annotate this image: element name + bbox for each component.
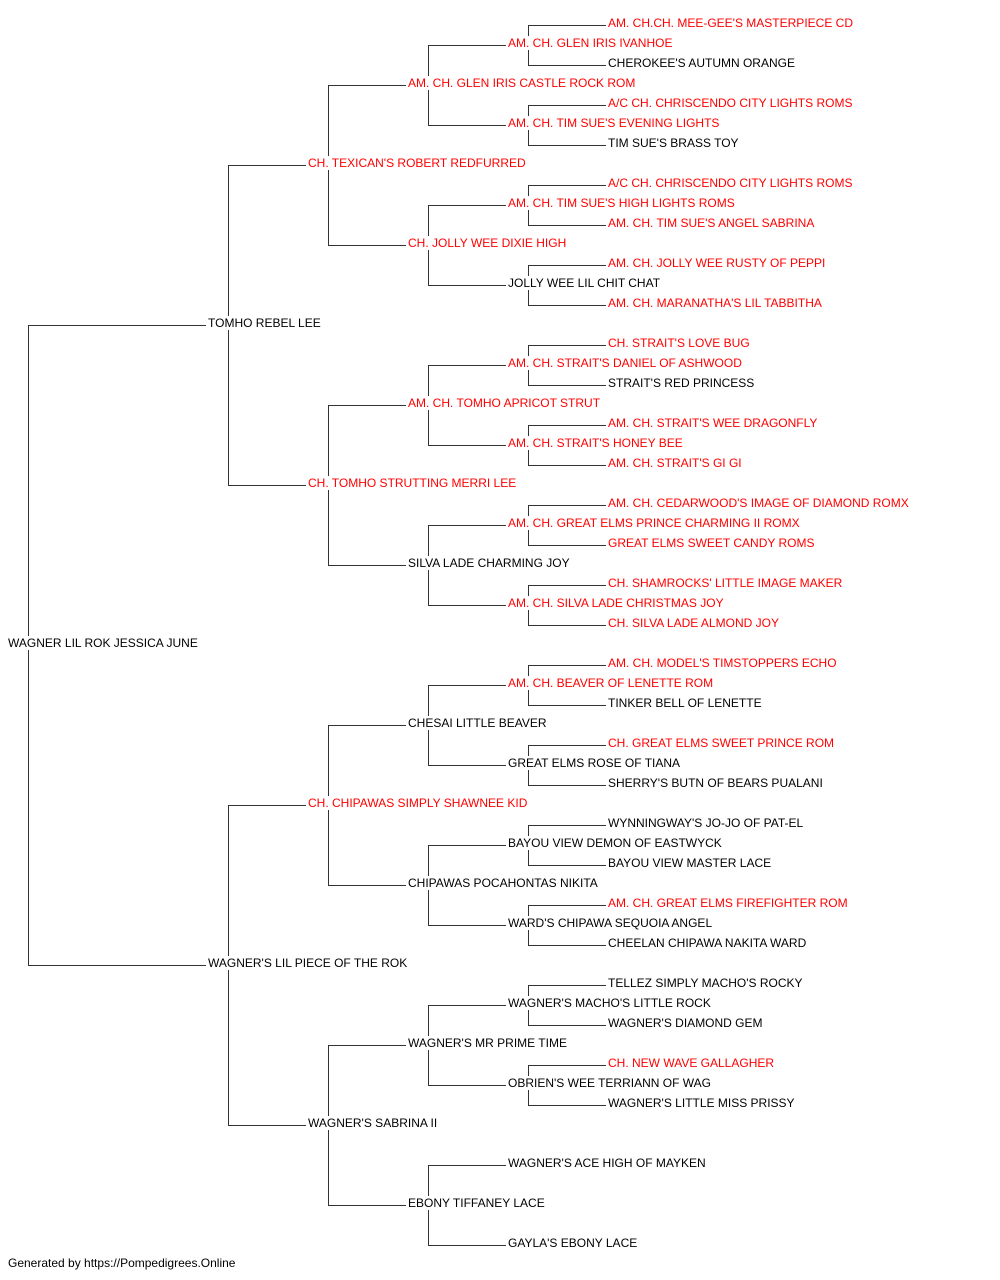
dog-name-gen5: CH. GREAT ELMS SWEET PRINCE ROM	[608, 736, 836, 750]
dog-name-gen5: WAGNER'S LITTLE MISS PRISSY	[608, 1096, 796, 1110]
dog-name-gen0: WAGNER LIL ROK JESSICA JUNE	[8, 636, 199, 650]
dog-name-gen5: AM. CH. STRAIT'S WEE DRAGONFLY	[608, 416, 819, 430]
dog-name-gen5: AM. CH. MODEL'S TIMSTOPPERS ECHO	[608, 656, 838, 670]
dog-name-gen5: TIM SUE'S BRASS TOY	[608, 136, 740, 150]
dog-name-gen4: GREAT ELMS ROSE OF TIANA	[508, 756, 682, 770]
dog-name-gen2: CH. CHIPAWAS SIMPLY SHAWNEE KID	[308, 796, 529, 810]
dog-name-gen2: WAGNER'S SABRINA II	[308, 1116, 439, 1130]
dog-name-gen3: CHIPAWAS POCAHONTAS NIKITA	[408, 876, 599, 890]
dog-name-gen4: AM. CH. STRAIT'S DANIEL OF ASHWOOD	[508, 356, 743, 370]
dog-name-gen3: SILVA LADE CHARMING JOY	[408, 556, 571, 570]
dog-name-gen5: TELLEZ SIMPLY MACHO'S ROCKY	[608, 976, 804, 990]
dog-name-gen3: WAGNER'S MR PRIME TIME	[408, 1036, 568, 1050]
dog-name-gen5: SHERRY'S BUTN OF BEARS PUALANI	[608, 776, 824, 790]
dog-name-gen4: GAYLA'S EBONY LACE	[508, 1236, 639, 1250]
dog-name-gen5: AM. CH. MARANATHA'S LIL TABBITHA	[608, 296, 823, 310]
dog-name-gen5: WYNNINGWAY'S JO-JO OF PAT-EL	[608, 816, 805, 830]
dog-name-gen4: JOLLY WEE LIL CHIT CHAT	[508, 276, 662, 290]
dog-name-gen4: BAYOU VIEW DEMON OF EASTWYCK	[508, 836, 723, 850]
dog-name-gen5: CHEELAN CHIPAWA NAKITA WARD	[608, 936, 808, 950]
dog-name-gen5: GREAT ELMS SWEET CANDY ROMS	[608, 536, 816, 550]
dog-name-gen1: TOMHO REBEL LEE	[208, 316, 322, 330]
dog-name-gen5: CH. STRAIT'S LOVE BUG	[608, 336, 751, 350]
dog-name-gen5: CH. SILVA LADE ALMOND JOY	[608, 616, 780, 630]
dog-name-gen5: AM. CH. STRAIT'S GI GI	[608, 456, 743, 470]
dog-name-gen5: AM. CH. CEDARWOOD'S IMAGE OF DIAMOND ROM…	[608, 496, 910, 510]
dog-name-gen4: AM. CH. SILVA LADE CHRISTMAS JOY	[508, 596, 725, 610]
dog-name-gen3: EBONY TIFFANEY LACE	[408, 1196, 546, 1210]
dog-name-gen5: AM. CH.CH. MEE-GEE'S MASTERPIECE CD	[608, 16, 854, 30]
dog-name-gen4: AM. CH. STRAIT'S HONEY BEE	[508, 436, 684, 450]
dog-name-gen5: STRAIT'S RED PRINCESS	[608, 376, 756, 390]
dog-name-gen5: AM. CH. JOLLY WEE RUSTY OF PEPPI	[608, 256, 827, 270]
dog-name-gen5: A/C CH. CHRISCENDO CITY LIGHTS ROMS	[608, 96, 854, 110]
dog-name-gen1: WAGNER'S LIL PIECE OF THE ROK	[208, 956, 409, 970]
dog-name-gen5: BAYOU VIEW MASTER LACE	[608, 856, 773, 870]
dog-name-gen4: AM. CH. TIM SUE'S EVENING LIGHTS	[508, 116, 721, 130]
dog-name-gen5: AM. CH. TIM SUE'S ANGEL SABRINA	[608, 216, 816, 230]
dog-name-gen4: AM. CH. GREAT ELMS PRINCE CHARMING II RO…	[508, 516, 801, 530]
dog-name-gen5: WAGNER'S DIAMOND GEM	[608, 1016, 764, 1030]
dog-name-gen5: CH. SHAMROCKS' LITTLE IMAGE MAKER	[608, 576, 844, 590]
dog-name-gen3: CH. JOLLY WEE DIXIE HIGH	[408, 236, 568, 250]
dog-name-gen3: AM. CH. GLEN IRIS CASTLE ROCK ROM	[408, 76, 637, 90]
dog-name-gen4: AM. CH. TIM SUE'S HIGH LIGHTS ROMS	[508, 196, 736, 210]
dog-name-gen5: CH. NEW WAVE GALLAGHER	[608, 1056, 776, 1070]
dog-name-gen4: AM. CH. GLEN IRIS IVANHOE	[508, 36, 674, 50]
dog-name-gen5: CHEROKEE'S AUTUMN ORANGE	[608, 56, 796, 70]
dog-name-gen5: TINKER BELL OF LENETTE	[608, 696, 763, 710]
dog-name-gen4: WAGNER'S MACHO'S LITTLE ROCK	[508, 996, 712, 1010]
dog-name-gen4: AM. CH. BEAVER OF LENETTE ROM	[508, 676, 715, 690]
dog-name-gen5: A/C CH. CHRISCENDO CITY LIGHTS ROMS	[608, 176, 854, 190]
dog-name-gen4: WARD'S CHIPAWA SEQUOIA ANGEL	[508, 916, 714, 930]
dog-name-gen4: OBRIEN'S WEE TERRIANN OF WAG	[508, 1076, 712, 1090]
dog-name-gen3: CHESAI LITTLE BEAVER	[408, 716, 548, 730]
dog-name-gen3: AM. CH. TOMHO APRICOT STRUT	[408, 396, 602, 410]
dog-name-gen2: CH. TOMHO STRUTTING MERRI LEE	[308, 476, 518, 490]
dog-name-gen2: CH. TEXICAN'S ROBERT REDFURRED	[308, 156, 527, 170]
dog-name-gen4: WAGNER'S ACE HIGH OF MAYKEN	[508, 1156, 707, 1170]
dog-name-gen5: AM. CH. GREAT ELMS FIREFIGHTER ROM	[608, 896, 849, 910]
footer-credit: Generated by https://Pompedigrees.Online	[8, 1256, 236, 1270]
